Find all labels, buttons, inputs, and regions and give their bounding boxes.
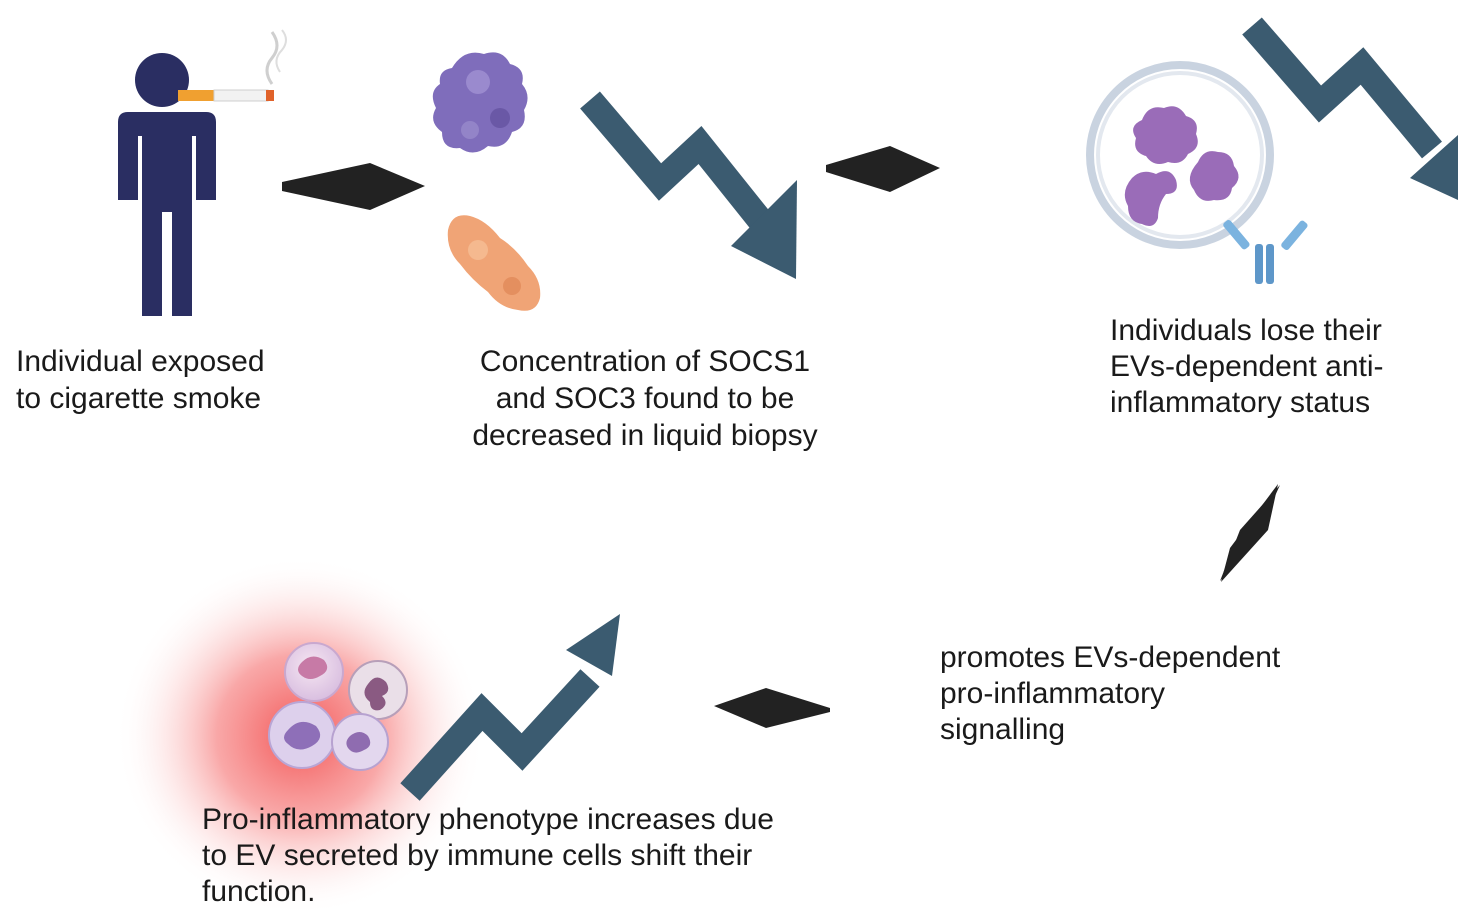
phenotype-label-line: to EV secreted by immune cells shift the… — [202, 839, 753, 872]
biopsy-label: Concentration of SOCS1 and SOC3 found to… — [430, 343, 860, 454]
signalling-label-line: pro-inflammatory — [940, 677, 1166, 710]
flow-arrow-4 — [714, 688, 830, 728]
antibody-icon — [1223, 219, 1308, 284]
socs3-protein-icon — [447, 215, 541, 311]
trend-up-arrow-icon — [400, 614, 620, 801]
status-loss-label: Individuals lose their EVs-dependent ant… — [1110, 313, 1384, 421]
biopsy-label-line: and SOC3 found to be — [495, 382, 795, 415]
status-loss-label-line: EVs-dependent anti- — [1110, 350, 1384, 383]
phenotype-label-line: Pro-inflammatory phenotype increases due — [202, 803, 774, 836]
socs1-protein-icon — [432, 52, 528, 153]
trend-down-arrow-icon — [580, 91, 797, 279]
status-loss-label-line: Individuals lose their — [1110, 314, 1382, 347]
extracellular-vesicle-icon — [1086, 61, 1274, 249]
status-loss-label-line: inflammatory status — [1110, 386, 1371, 419]
trend-down-arrow-icon — [1242, 17, 1458, 200]
flow-arrow-1 — [282, 163, 425, 210]
signalling-label-line: promotes EVs-dependent — [940, 641, 1281, 674]
immune-cells-icon — [268, 642, 408, 771]
signalling-label-line: signalling — [940, 713, 1066, 746]
exposure-label-line: Individual exposed — [16, 345, 265, 378]
smoking-person-icon — [118, 29, 287, 316]
exposure-label-line: to cigarette smoke — [16, 382, 262, 415]
phenotype-label: Pro-inflammatory phenotype increases due… — [202, 802, 774, 910]
flow-arrow-2 — [826, 146, 940, 192]
signalling-label: promotes EVs-dependent pro-inflammatory … — [940, 640, 1280, 748]
biopsy-label-line: Concentration of SOCS1 — [479, 345, 811, 378]
biopsy-label-line: decreased in liquid biopsy — [472, 419, 818, 452]
phenotype-label-line: function. — [202, 875, 316, 908]
exposure-label: Individual exposed to cigarette smoke — [16, 343, 265, 417]
